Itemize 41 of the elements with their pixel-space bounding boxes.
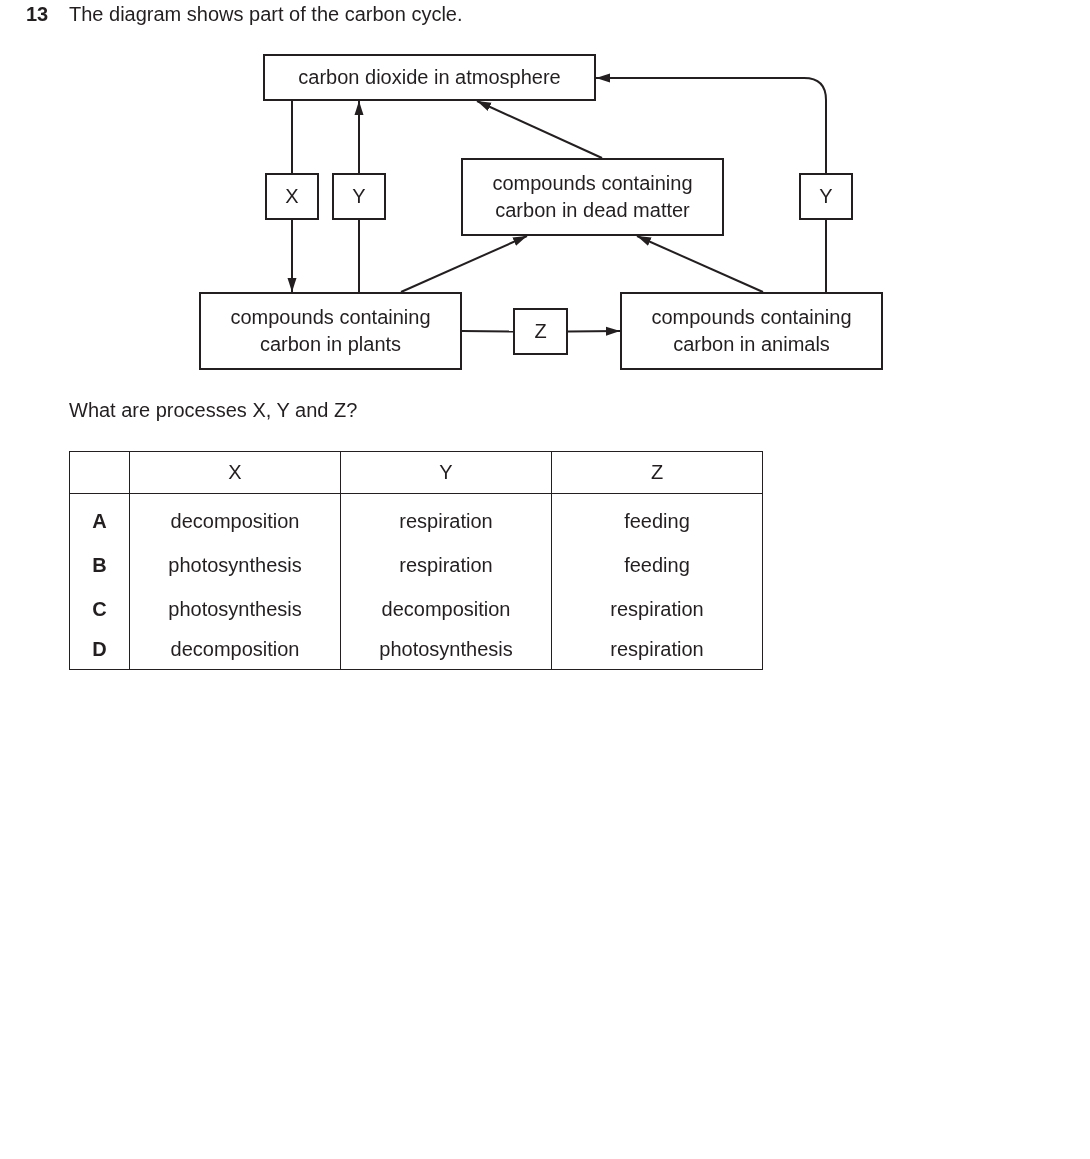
process-name: photosynthesis (129, 543, 341, 587)
option-letter: A (69, 493, 130, 543)
arrow (567, 326, 621, 336)
process-name: feeding (551, 543, 763, 587)
question-number: 13 (26, 2, 49, 26)
option-letter: B (69, 543, 130, 587)
question-prompt: What are processes X, Y and Z? (69, 398, 358, 422)
process-name: feeding (551, 493, 763, 543)
question-stem: The diagram shows part of the carbon cycle. (69, 2, 463, 26)
store-box: carbon dioxide in atmosphere (263, 54, 596, 101)
process-box: Y (332, 173, 386, 220)
arrow (287, 219, 297, 293)
process-box: Y (799, 173, 853, 220)
connector-line (825, 219, 827, 293)
process-name: decomposition (129, 631, 341, 670)
arrow (400, 235, 528, 293)
process-name: respiration (340, 543, 552, 587)
connector-line (291, 100, 293, 174)
column-heading: Z (551, 451, 763, 494)
arrow (476, 100, 603, 159)
process-name: decomposition (129, 493, 341, 543)
process-name: respiration (551, 631, 763, 670)
store-box: compounds containing carbon in plants (199, 292, 462, 370)
arrow (595, 73, 827, 174)
process-box: Z (513, 308, 568, 355)
process-name: respiration (340, 493, 552, 543)
process-box: X (265, 173, 319, 220)
store-box: compounds containing carbon in animals (620, 292, 883, 370)
arrow (354, 100, 364, 174)
arrow (636, 235, 764, 293)
process-name: photosynthesis (129, 587, 341, 631)
connector-line (358, 219, 360, 293)
process-name: respiration (551, 587, 763, 631)
option-letter: D (69, 631, 130, 670)
column-heading: X (129, 451, 341, 494)
process-name: decomposition (340, 587, 552, 631)
connector-line (461, 330, 514, 333)
column-heading: Y (340, 451, 552, 494)
option-letter: C (69, 587, 130, 631)
process-name: photosynthesis (340, 631, 552, 670)
store-box: compounds containing carbon in dead matter (461, 158, 724, 236)
